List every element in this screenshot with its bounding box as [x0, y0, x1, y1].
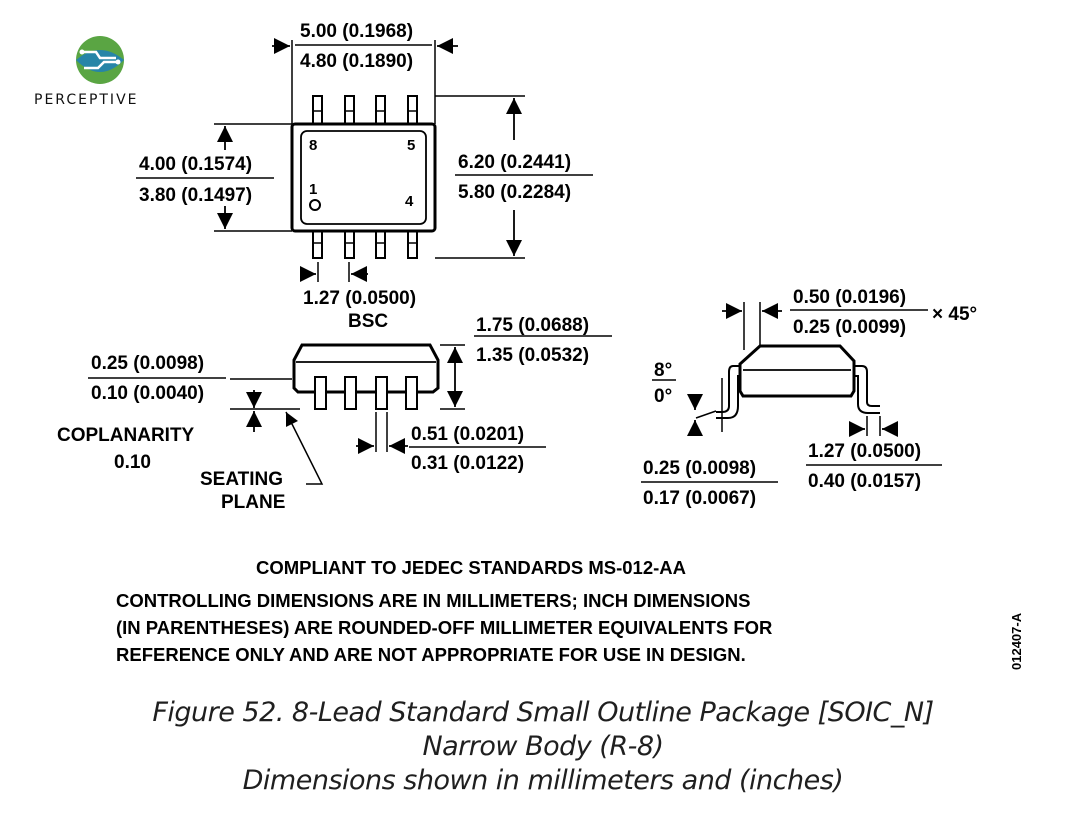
width-max-label: 5.00 (0.1968)	[300, 21, 413, 42]
foot-length-max-label: 1.27 (0.0500)	[808, 441, 921, 462]
side-view-labels: 0.25 (0.0098) 0.10 (0.0040) 1.75 (0.0688…	[57, 315, 589, 513]
notes: COMPLIANT TO JEDEC STANDARDS MS-012-AA C…	[116, 557, 1024, 670]
pin-4-label: 4	[405, 193, 414, 210]
controlling-dims-note-line1: CONTROLLING DIMENSIONS ARE IN MILLIMETER…	[116, 590, 750, 611]
pin-5-label: 5	[407, 137, 415, 154]
pitch-note-label: BSC	[348, 311, 388, 332]
pin-8-label: 8	[309, 137, 317, 154]
standoff-min-label: 0.10 (0.0040)	[91, 383, 204, 404]
foot-length-min-label: 0.40 (0.0157)	[808, 471, 921, 492]
pitch-label: 1.27 (0.0500)	[303, 288, 416, 309]
seating-plane-line1: SEATING	[200, 469, 283, 490]
top-view-labels: 5.00 (0.1968) 4.80 (0.1890) 4.00 (0.1574…	[139, 21, 571, 332]
figure-caption-line2: Narrow Body (R-8)	[422, 731, 664, 762]
lead-width-min-label: 0.31 (0.0122)	[411, 453, 524, 474]
logo: PERCEPTIVE	[34, 36, 139, 108]
chamfer-angle-label: × 45°	[932, 304, 977, 325]
drawing-code: 012407-A	[1009, 612, 1024, 670]
overall-min-label: 5.80 (0.2284)	[458, 182, 571, 203]
lead-width-max-label: 0.51 (0.0201)	[411, 424, 524, 445]
end-view	[641, 302, 942, 483]
lead-thickness-min-label: 0.17 (0.0067)	[643, 488, 756, 509]
body-width-min-label: 3.80 (0.1497)	[139, 185, 252, 206]
top-view	[136, 37, 593, 283]
seating-plane-line2: PLANE	[221, 492, 285, 513]
controlling-dims-note-line2: (IN PARENTHESES) ARE ROUNDED-OFF MILLIME…	[116, 617, 772, 638]
controlling-dims-note-line3: REFERENCE ONLY AND ARE NOT APPROPRIATE F…	[116, 644, 746, 665]
width-min-label: 4.80 (0.1890)	[300, 51, 413, 72]
height-max-label: 1.75 (0.0688)	[476, 315, 589, 336]
figure-caption-line1: Figure 52. 8-Lead Standard Small Outline…	[152, 697, 934, 728]
chamfer-min-label: 0.25 (0.0099)	[793, 317, 906, 338]
angle-min-label: 0°	[654, 386, 672, 407]
lead-thickness-max-label: 0.25 (0.0098)	[643, 458, 756, 479]
compliance-note: COMPLIANT TO JEDEC STANDARDS MS-012-AA	[256, 557, 686, 578]
coplanarity-label: COPLANARITY	[57, 425, 195, 446]
coplanarity-value: 0.10	[114, 452, 151, 473]
body-width-max-label: 4.00 (0.1574)	[139, 154, 252, 175]
chamfer-max-label: 0.50 (0.0196)	[793, 287, 906, 308]
standoff-max-label: 0.25 (0.0098)	[91, 353, 204, 374]
figure-caption-line3: Dimensions shown in millimeters and (inc…	[242, 765, 844, 796]
pin-1-label: 1	[309, 181, 317, 198]
overall-max-label: 6.20 (0.2441)	[458, 152, 571, 173]
angle-max-label: 8°	[654, 360, 672, 381]
brand-text: PERCEPTIVE	[34, 92, 139, 108]
end-view-labels: 0.50 (0.0196) 0.25 (0.0099) × 45° 8° 0° …	[643, 287, 977, 509]
side-view	[88, 335, 612, 485]
height-min-label: 1.35 (0.0532)	[476, 345, 589, 366]
